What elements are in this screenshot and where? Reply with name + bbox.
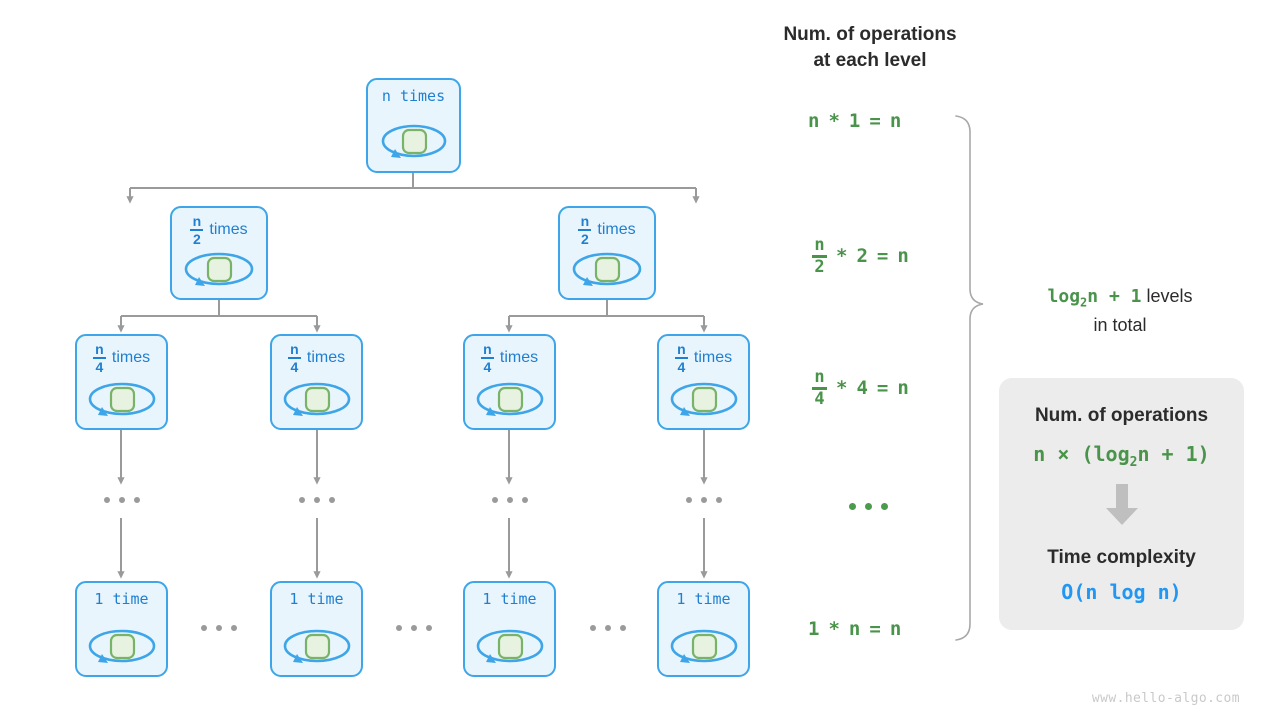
node-label: n 4 times (272, 342, 361, 374)
node-label: 1 time (289, 590, 344, 608)
formula-level2: n 2 * 2 = n (812, 237, 909, 276)
fraction: n 4 (480, 342, 494, 374)
formula-level-last: 1 * n = n (808, 618, 902, 640)
fraction: n 4 (92, 342, 106, 374)
tree-node-leaf-1[interactable]: 1 time (270, 581, 363, 677)
self-loop-icon (465, 376, 554, 420)
card-time-complexity-expression: O(n log n) (1061, 580, 1182, 604)
tree-node-leaf-3[interactable]: 1 time (657, 581, 750, 677)
vertical-ellipsis-0 (104, 497, 140, 503)
tree-node-level3-3[interactable]: n 4 times (657, 334, 750, 430)
self-loop-icon (659, 623, 748, 667)
fraction: n 4 (812, 369, 827, 408)
leaf-ellipsis-0 (201, 625, 237, 631)
vertical-ellipsis-3 (686, 497, 722, 503)
fraction-bar (480, 357, 494, 359)
fraction: n 2 (190, 214, 204, 246)
card-heading-operations: Num. of operations (1034, 405, 1209, 426)
fraction-bar (578, 229, 592, 231)
leaf-ellipsis-1 (396, 625, 432, 631)
fraction: n 4 (674, 342, 688, 374)
formula-level1: n * 1 = n (808, 110, 902, 132)
self-loop-icon (368, 119, 459, 163)
tree-node-level2-1[interactable]: n 2 times (558, 206, 656, 300)
self-loop-icon (272, 376, 361, 420)
formula-ellipsis (849, 503, 888, 510)
tree-node-level3-2[interactable]: n 4 times (463, 334, 556, 430)
fraction: n 4 (287, 342, 301, 374)
fraction-bar (812, 387, 827, 390)
levels-brace (955, 115, 984, 641)
card-operations-expression: n × (log2n + 1) (1033, 442, 1210, 470)
leaf-ellipsis-2 (590, 625, 626, 631)
down-arrow-icon (1102, 484, 1142, 531)
self-loop-icon (560, 246, 654, 290)
tree-node-level3-0[interactable]: n 4 times (75, 334, 168, 430)
self-loop-icon (77, 376, 166, 420)
fraction-bar (190, 229, 204, 231)
operations-column-title: Num. of operations at each level (783, 24, 957, 71)
self-loop-icon (659, 376, 748, 420)
tree-node-leaf-0[interactable]: 1 time (75, 581, 168, 677)
levels-formula: log2n + 1 (1047, 286, 1142, 310)
fraction-bar (287, 357, 301, 359)
node-label: 1 time (482, 590, 537, 608)
formula-level3: n 4 * 4 = n (812, 369, 909, 408)
fraction-bar (92, 357, 106, 359)
self-loop-icon (172, 246, 266, 290)
levels-total-caption: log2n + 1 levels in total (1047, 286, 1193, 335)
summary-card: Num. of operations n × (log2n + 1) Time … (999, 378, 1244, 630)
self-loop-icon (77, 623, 166, 667)
node-label: n 4 times (465, 342, 554, 374)
fraction-bar (812, 255, 827, 258)
self-loop-icon (272, 623, 361, 667)
tree-node-level1-0[interactable]: n times (366, 78, 461, 173)
tree-node-level3-1[interactable]: n 4 times (270, 334, 363, 430)
vertical-ellipsis-2 (492, 497, 528, 503)
self-loop-icon (465, 623, 554, 667)
node-label: 1 time (676, 590, 731, 608)
node-label: n times (381, 87, 446, 105)
fraction: n 2 (812, 237, 827, 276)
watermark: www.hello-algo.com (1091, 691, 1240, 706)
node-label: n 2 times (172, 214, 266, 246)
card-heading-time-complexity: Time complexity (1047, 547, 1196, 568)
node-label: n 4 times (659, 342, 748, 374)
vertical-ellipsis-1 (299, 497, 335, 503)
tree-node-level2-0[interactable]: n 2 times (170, 206, 268, 300)
levels-caption-line2: in total (1093, 314, 1147, 335)
fraction: n 2 (578, 214, 592, 246)
node-label: n 2 times (560, 214, 654, 246)
fraction-bar (674, 357, 688, 359)
node-label: n 4 times (77, 342, 166, 374)
tree-node-leaf-2[interactable]: 1 time (463, 581, 556, 677)
node-label: 1 time (94, 590, 149, 608)
